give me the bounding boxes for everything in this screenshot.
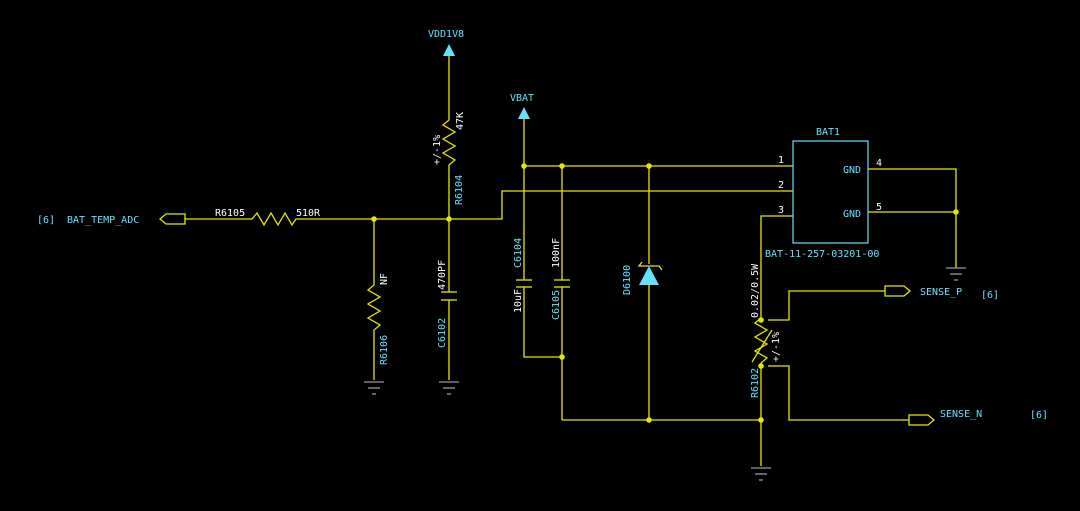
r6104-value: 47K: [455, 112, 466, 130]
sense-n-ref: [6]: [1030, 410, 1048, 421]
r6102-value: 0.02/0.5W: [750, 263, 761, 318]
wire-sense-p: [768, 290, 885, 321]
bat1-pin-1: 1: [778, 155, 784, 166]
bat-temp-adc-label: BAT_TEMP_ADC: [67, 215, 139, 226]
c6104-ref: C6104: [513, 238, 524, 268]
r6102-tolerance: +/-1%: [771, 332, 782, 362]
c6102-value: 470PF: [437, 260, 448, 290]
bat1-pin-4: 4: [876, 158, 882, 169]
ground-symbol-r6102: [751, 467, 771, 481]
c6105-ref: C6105: [551, 290, 562, 320]
c6105-value: 100nF: [551, 238, 562, 268]
r6106-ref: R6106: [379, 335, 390, 365]
bat-temp-adc-port: [158, 213, 186, 225]
sense-n-label: SENSE_N: [940, 409, 982, 420]
vdd-power-symbol: [443, 44, 455, 100]
ground-symbol-r6106: [364, 381, 384, 395]
bat1-pin-3: 3: [778, 205, 784, 216]
c6104-value: 10uF: [513, 289, 524, 313]
ground-symbol-c6102: [439, 381, 459, 395]
sense-n-port: [908, 414, 936, 426]
bat-temp-ref: [6]: [37, 215, 55, 226]
r6105-resistor: [185, 211, 500, 227]
r6105-value: 510R: [296, 208, 321, 219]
vbat-power-symbol: [518, 107, 530, 166]
c6104-wire-bottom: [523, 287, 562, 358]
sense-p-label: SENSE_P: [920, 287, 962, 298]
ground-symbol-bat1: [946, 267, 966, 281]
vdd-label: VDD1V8: [428, 29, 464, 40]
bat1-gnd-a: GND: [843, 165, 861, 176]
wire-sense-n: [768, 365, 909, 421]
c6102-ref: C6102: [437, 318, 448, 348]
r6102-tolerance-arrow: [751, 329, 773, 363]
r6104-resistor: [441, 100, 457, 218]
wire-pin3-r6102: [760, 215, 793, 318]
d6100-ref: D6100: [622, 265, 633, 295]
r6106-value: NF: [379, 273, 390, 285]
d6100-diode: [637, 261, 663, 285]
sense-p-port: [884, 285, 912, 297]
r6104-tolerance: +/-1%: [432, 135, 443, 165]
bat1-pin-5: 5: [876, 202, 882, 213]
junction-dots: [371, 163, 959, 423]
r6104-ref: R6104: [454, 175, 465, 205]
bat1-body: [792, 140, 869, 244]
r6106-resistor: [366, 219, 382, 380]
wire-pin4-gnd: [868, 168, 957, 268]
r6102-ref: R6102: [750, 368, 761, 398]
bat1-gnd-b: GND: [843, 209, 861, 220]
wire-temp-to-pin2: [500, 190, 793, 220]
bat1-pin-2: 2: [778, 180, 784, 191]
sense-p-ref: [6]: [981, 290, 999, 301]
vbat-label: VBAT: [510, 93, 534, 104]
bat1-ref: BAT1: [816, 127, 840, 138]
bat1-part-number: BAT-11-257-03201-00: [765, 249, 879, 260]
r6105-ref: R6105: [215, 208, 245, 219]
r6102-resistor: [753, 317, 769, 466]
